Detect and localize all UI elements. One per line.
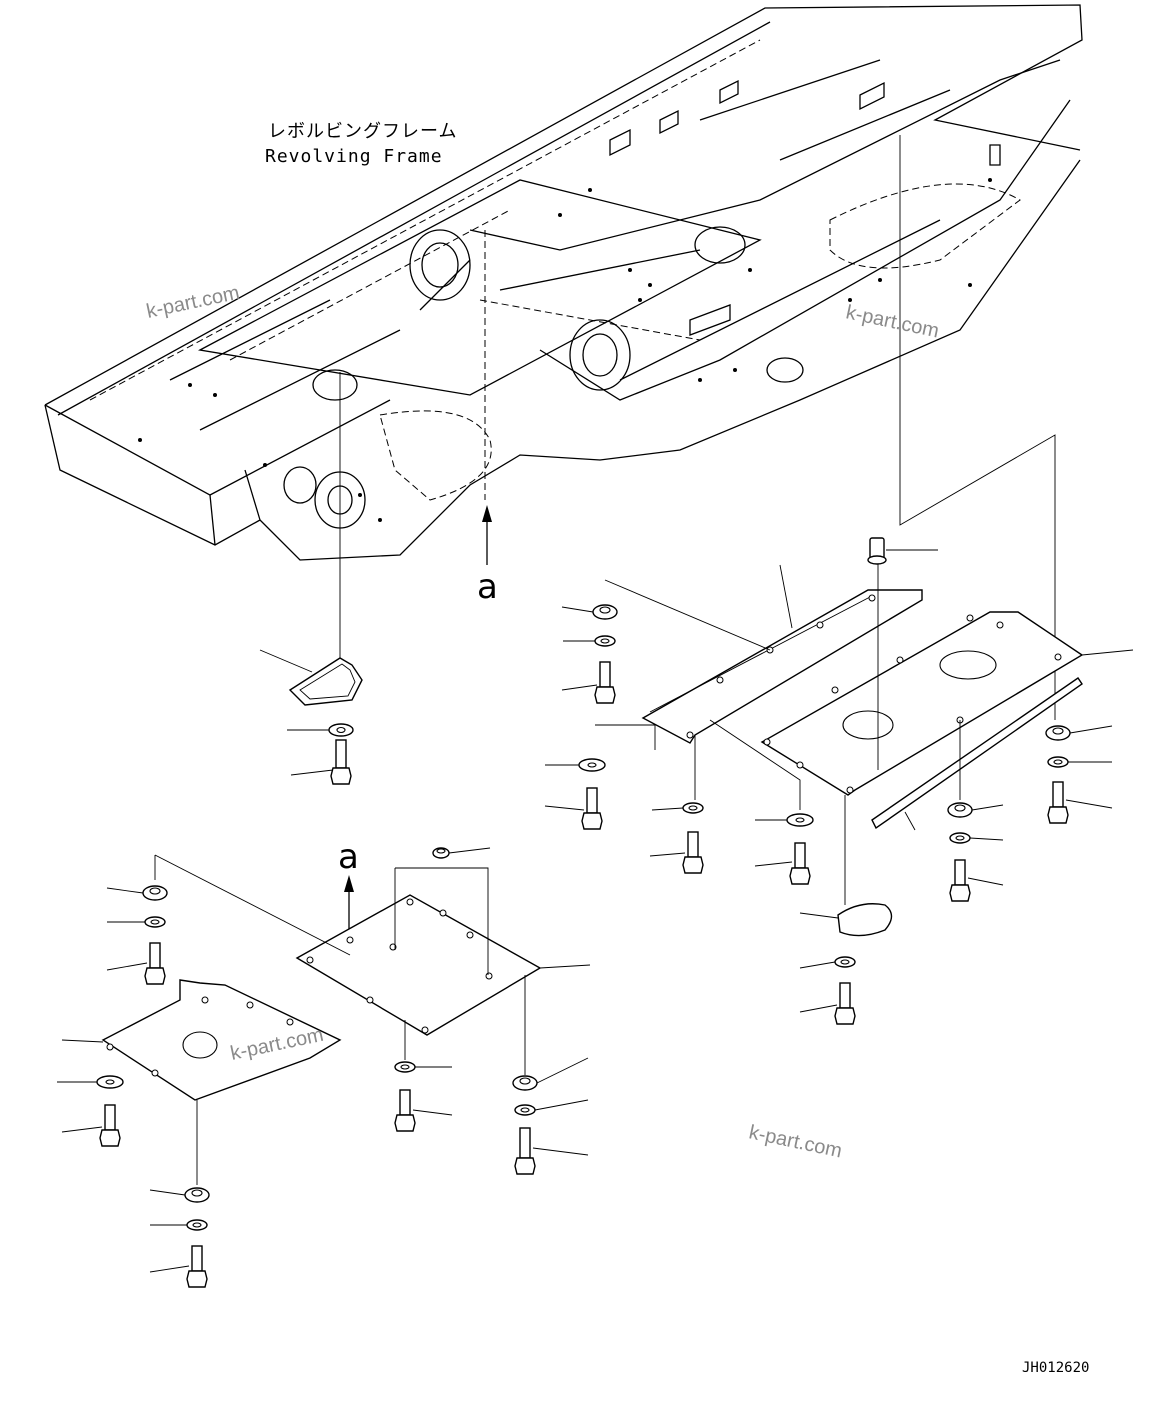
fasteners-lower: [57, 847, 589, 1288]
watermark-4: k-part.com: [747, 1121, 844, 1162]
drawing-code: JH012620: [1022, 1360, 1089, 1376]
view-arrow-lower: [344, 875, 354, 935]
upper-right-cover-main: [760, 611, 1134, 796]
frame-holes: [138, 178, 992, 522]
upper-right-cover-long: [641, 564, 923, 744]
view-marker-lower: a: [338, 837, 359, 877]
frame-label-jp: レボルビングフレーム: [268, 121, 457, 142]
small-cover: [799, 903, 893, 937]
view-marker-upper: a: [477, 567, 498, 607]
fasteners-upper-right: [544, 604, 1113, 1025]
lower-center-cover: [295, 894, 591, 1036]
bracket-bolt: [290, 739, 352, 785]
bracket-washer: [287, 723, 354, 737]
seal-strip: [871, 677, 1083, 831]
lower-left-cover: [61, 979, 342, 1101]
revolving-frame: [44, 4, 1083, 720]
watermark-1: k-part.com: [144, 282, 241, 323]
frame-label-en: Revolving Frame: [265, 146, 443, 167]
view-arrow-upper: [482, 505, 492, 565]
pin-part: [867, 537, 938, 565]
bracket-part: [259, 649, 363, 706]
lower-cover-holes: [106, 898, 493, 1077]
watermark-2: k-part.com: [844, 301, 941, 342]
cover-holes: [686, 594, 1062, 794]
